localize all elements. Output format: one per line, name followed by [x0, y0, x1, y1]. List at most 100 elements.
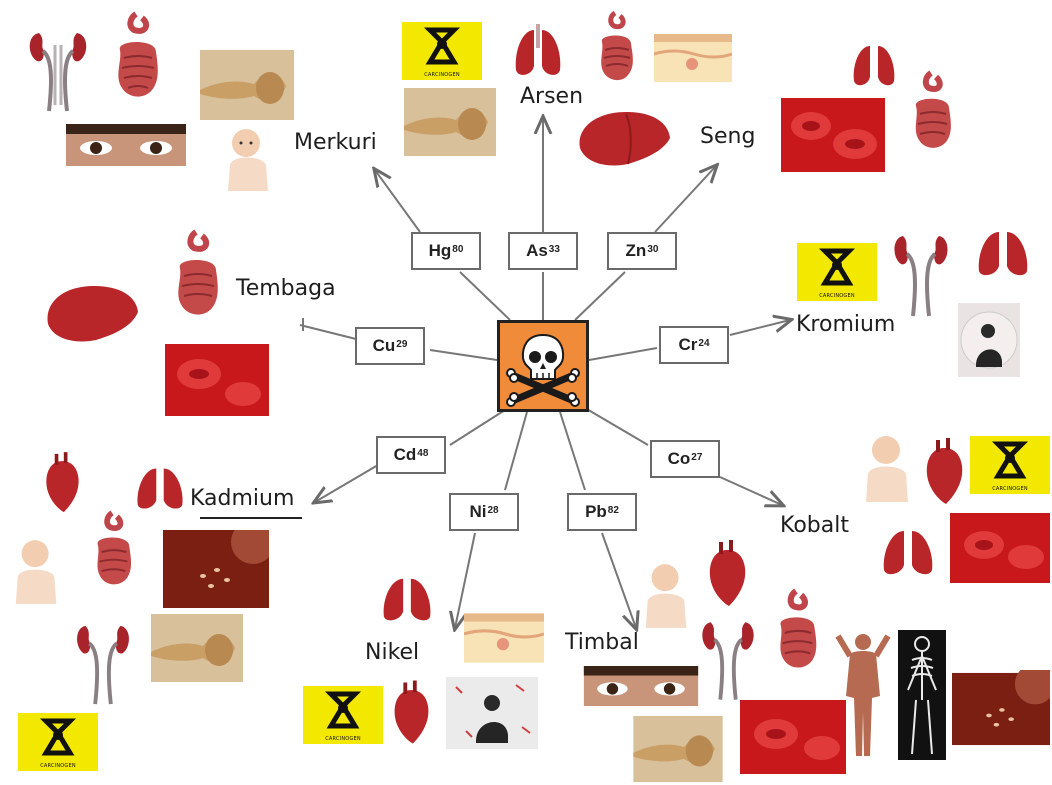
- connector-pb: [560, 412, 585, 490]
- heart-icon: [42, 450, 82, 516]
- blood-cells-image: [950, 513, 1050, 583]
- baby-icon: [860, 432, 916, 506]
- digestive-system-icon: [88, 510, 138, 596]
- arrow-seng: [655, 166, 716, 232]
- element-symbol: Pb: [585, 502, 607, 522]
- digestive-system-icon: [770, 588, 824, 680]
- label-tembaga: Tembaga: [236, 276, 336, 301]
- element-number: 28: [487, 505, 498, 516]
- skin-layers-image: [464, 612, 544, 664]
- carcinogen-text: CARCINOGEN: [18, 763, 98, 769]
- element-symbol: Cr: [678, 335, 697, 355]
- element-number: 24: [698, 338, 709, 349]
- baby-icon: [10, 536, 64, 608]
- digestive-system-icon: [108, 10, 166, 108]
- skull-crossbones-icon: [500, 323, 586, 409]
- element-number: 80: [452, 244, 463, 255]
- kidney-icon: [72, 618, 134, 706]
- blood-cells-image: [165, 344, 269, 416]
- label-nikel: Nikel: [365, 640, 419, 665]
- arrow-kadmium: [315, 465, 378, 502]
- connector-cr: [589, 348, 657, 360]
- blood-cells-image: [781, 98, 885, 172]
- element-symbol: Hg: [429, 241, 452, 261]
- carcinogen-icon: [797, 243, 877, 291]
- label-kadmium: Kadmium: [190, 486, 294, 511]
- baby-icon: [640, 560, 694, 632]
- carcinogen-text: CARCINOGEN: [797, 293, 877, 299]
- toxic-hazard-box: [497, 320, 589, 412]
- carcinogen-text: CARCINOGEN: [303, 736, 383, 742]
- carcinogen-icon: [18, 713, 98, 761]
- digestive-system-icon: [593, 10, 639, 90]
- heart-icon: [705, 540, 749, 608]
- eyes-image: [66, 124, 186, 166]
- label-timbal: Timbal: [565, 630, 639, 655]
- carcinogen-text: CARCINOGEN: [402, 72, 482, 78]
- carcinogen-sign: CARCINOGEN: [18, 713, 98, 771]
- connector-cu: [430, 350, 497, 360]
- carcinogen-icon: [402, 22, 482, 70]
- lungs-icon: [880, 525, 936, 579]
- kidney-icon: [890, 228, 952, 318]
- connector-ni: [505, 412, 527, 490]
- nerve-synapse-image: [200, 50, 294, 120]
- carcinogen-text: CARCINOGEN: [970, 486, 1050, 492]
- baby-icon: [222, 125, 274, 197]
- heart-icon: [390, 678, 432, 748]
- element-number: 30: [647, 244, 658, 255]
- label-kromium: Kromium: [796, 312, 895, 337]
- connector-cd: [450, 410, 505, 445]
- element-number: 82: [608, 505, 619, 516]
- element-symbol: Ni: [469, 502, 486, 522]
- element-symbol: Co: [668, 449, 691, 469]
- kidney-icon: [698, 614, 758, 702]
- carcinogen-sign: CARCINOGEN: [970, 436, 1050, 494]
- arrow-merkuri: [375, 170, 420, 232]
- sperm-cells-image: [163, 530, 269, 608]
- label-kobalt: Kobalt: [780, 513, 849, 538]
- lungs-icon: [512, 24, 564, 80]
- connector-co: [585, 408, 648, 445]
- label-arsen: Arsen: [520, 84, 583, 109]
- carcinogen-icon: [970, 436, 1050, 484]
- kidney-icon: [25, 25, 91, 113]
- element-number: 48: [417, 448, 428, 459]
- label-seng: Seng: [700, 124, 755, 149]
- carcinogen-sign: CARCINOGEN: [402, 22, 482, 80]
- lungs-icon: [850, 40, 898, 90]
- element-number: 27: [691, 452, 702, 463]
- carcinogen-sign: CARCINOGEN: [797, 243, 877, 301]
- element-number: 29: [396, 339, 407, 350]
- carcinogen-sign: CARCINOGEN: [303, 686, 383, 744]
- label-merkuri: Merkuri: [294, 130, 377, 155]
- connector-zn: [575, 272, 625, 320]
- arrow-timbal: [602, 533, 636, 628]
- element-symbol: Cd: [394, 445, 417, 465]
- sperm-cells-image: [952, 670, 1050, 748]
- element-symbol: As: [526, 241, 548, 261]
- nerve-synapse-image: [404, 88, 496, 156]
- lungs-icon: [134, 462, 186, 514]
- arrow-tembaga: [300, 325, 360, 340]
- digestive-system-icon: [906, 70, 958, 160]
- skin-layers-image: [654, 34, 732, 82]
- arrow-kobalt: [720, 477, 782, 505]
- liver-icon: [44, 282, 140, 344]
- nerve-synapse-image: [150, 614, 244, 682]
- skeleton-xray-image: [898, 630, 946, 760]
- heart-icon: [922, 438, 966, 506]
- element-number: 33: [549, 244, 560, 255]
- blood-cells-image: [740, 700, 846, 774]
- element-symbol: Cu: [373, 336, 396, 356]
- lungs-icon: [380, 572, 434, 626]
- arrow-kromium: [730, 320, 790, 335]
